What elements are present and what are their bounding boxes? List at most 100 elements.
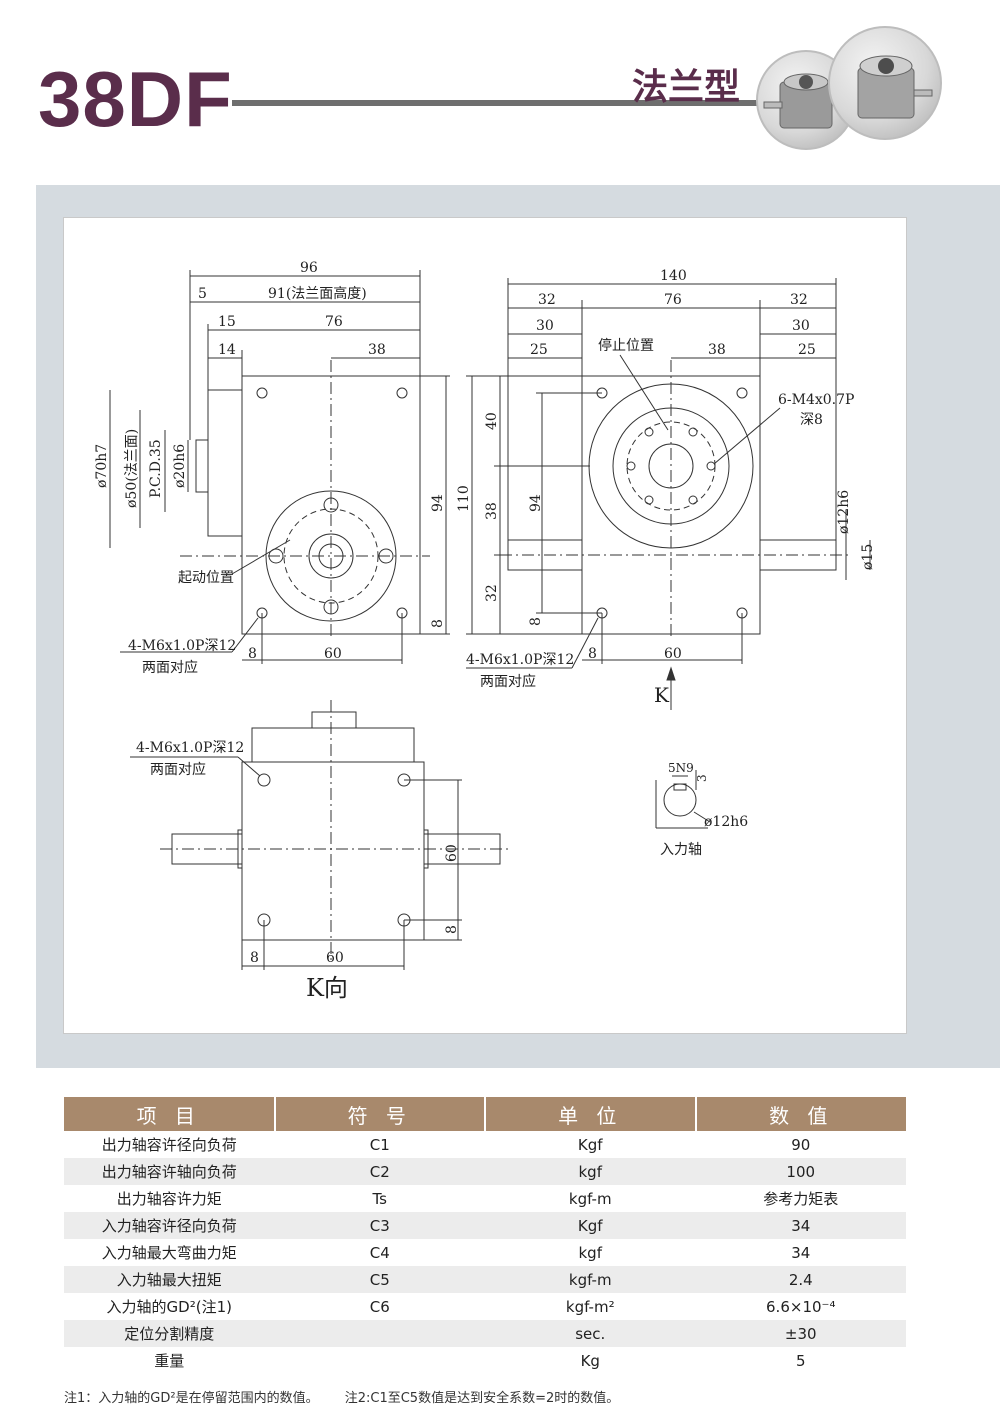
dim-32c: 32 — [484, 584, 500, 602]
cell-unit: kgf-m — [568, 1189, 612, 1208]
cell-value: 5 — [795, 1351, 806, 1370]
label-hole-c1: 4-M6x1.0P深12 — [136, 740, 244, 756]
cell-item: 入力轴最大扭矩 — [64, 1266, 275, 1293]
table-row: 出力轴容许力矩 Ts kgf-m 参考力矩表 — [64, 1185, 906, 1212]
cell-value: 90 — [791, 1135, 811, 1154]
label-k-view: K向 — [306, 974, 348, 1002]
cell-unit: Kgf — [485, 1212, 696, 1239]
dim-40: 40 — [484, 412, 500, 430]
cell-value: 2.4 — [695, 1266, 906, 1293]
cell-symbol: C6 — [369, 1297, 390, 1316]
dim-91: 91(法兰面高度) — [268, 285, 367, 302]
dim-60c: 60 — [444, 844, 460, 862]
dim-60b: 60 — [664, 646, 682, 662]
cell-item: 定位分割精度 — [64, 1320, 275, 1347]
cell-unit: kgf-m — [485, 1266, 696, 1293]
dim-94a: 94 — [430, 494, 446, 512]
cell-item: 出力轴容许力矩 — [116, 1190, 222, 1208]
cell-item: 出力轴容许径向负荷 — [101, 1136, 237, 1154]
label-keyway-12h6: ø12h6 — [704, 814, 748, 830]
cell-symbol: Ts — [372, 1189, 388, 1208]
dim-30b: 30 — [792, 318, 810, 334]
cell-unit: Kgf — [577, 1135, 603, 1154]
cell-unit: kgf — [485, 1158, 696, 1185]
label-stop-position: 停止位置 — [598, 337, 654, 354]
technical-drawing: 96 91(法兰面高度) 5 15 76 14 38 ø70h7 ø50(法兰面… — [94, 260, 876, 1002]
cell-value: 34 — [791, 1243, 811, 1262]
dim-60a: 60 — [324, 646, 342, 662]
cell-item: 出力轴容许轴向负荷 — [64, 1158, 275, 1185]
cell-unit: sec. — [485, 1320, 696, 1347]
model-title: 38DF — [38, 55, 233, 143]
header-item: 项 目 — [64, 1097, 276, 1131]
dim-32a: 32 — [538, 292, 556, 308]
label-hole-c2: 两面对应 — [150, 761, 206, 778]
dim-8a: 8 — [430, 619, 446, 628]
cell-symbol: C5 — [274, 1266, 485, 1293]
label-tap2: 深8 — [800, 412, 823, 428]
dim-14: 14 — [218, 342, 236, 358]
table-row: 出力轴容许轴向负荷 C2 kgf 100 — [64, 1158, 906, 1185]
label-hole-a1: 4-M6x1.0P深12 — [128, 638, 236, 654]
table-row: 入力轴最大扭矩 C5 kgf-m 2.4 — [64, 1266, 906, 1293]
header-value: 数 值 — [695, 1097, 906, 1131]
cell-symbol — [275, 1347, 486, 1374]
cell-symbol: C3 — [274, 1212, 485, 1239]
table-row: 出力轴容许径向负荷 C1 Kgf 90 — [64, 1131, 906, 1158]
footnotes: 注1：入力轴的GD²是在停留范围内的数值。 注2:C1至C5数值是达到安全系数=… — [64, 1387, 641, 1406]
label-start-position: 起动位置 — [178, 570, 234, 586]
label-hole-b1: 4-M6x1.0P深12 — [466, 652, 574, 668]
cell-unit: Kg — [580, 1351, 600, 1370]
cell-symbol: C4 — [369, 1243, 390, 1262]
dim-5: 5 — [198, 286, 207, 302]
header-unit: 单 位 — [485, 1097, 697, 1131]
footnote-1: 注1：入力轴的GD²是在停留范围内的数值。 — [64, 1391, 319, 1406]
dim-15: 15 — [218, 314, 236, 330]
label-keyway-3: 3 — [695, 774, 709, 782]
label-hole-a2: 两面对应 — [142, 659, 198, 676]
dim-25a: 25 — [530, 342, 548, 358]
dim-140: 140 — [660, 268, 687, 284]
cell-item: 入力轴容许径向负荷 — [64, 1212, 275, 1239]
cell-value: 100 — [695, 1158, 906, 1185]
title-rule — [232, 100, 762, 106]
dim-8c: 8 — [528, 617, 544, 626]
dim-96: 96 — [300, 260, 318, 276]
cell-value: 6.6×10⁻⁴ — [766, 1297, 836, 1316]
cell-symbol: C1 — [369, 1135, 390, 1154]
label-input-shaft: 入力轴 — [660, 842, 702, 858]
spec-table-header: 项 目 符 号 单 位 数 值 — [64, 1097, 906, 1131]
cell-item: 入力轴的GD²(注1) — [106, 1298, 232, 1316]
dim-76a: 76 — [325, 314, 343, 330]
label-k-arrow: K — [654, 683, 670, 707]
table-row: 入力轴的GD²(注1) C6 kgf-m² 6.6×10⁻⁴ — [64, 1293, 906, 1320]
dim-25b: 25 — [798, 342, 816, 358]
label-hole-b2: 两面对应 — [480, 673, 536, 690]
dim-20h6: ø20h6 — [172, 444, 188, 488]
dim-38b: 38 — [708, 342, 726, 358]
drawing-frame — [63, 217, 907, 1034]
dim-8d: 8 — [588, 646, 597, 662]
product-photo-angle — [828, 26, 942, 140]
table-row: 入力轴容许径向负荷 C3 Kgf 34 — [64, 1212, 906, 1239]
dim-12h6a: ø12h6 — [836, 490, 852, 534]
cell-unit: kgf — [578, 1243, 603, 1262]
cell-item: 重量 — [154, 1352, 185, 1370]
cell-symbol — [274, 1320, 485, 1347]
type-label: 法兰型 — [632, 67, 741, 108]
table-row: 重量 Kg 5 — [64, 1347, 906, 1374]
dim-70h7: ø70h7 — [94, 444, 110, 488]
dim-32b: 32 — [790, 292, 808, 308]
spec-table: 项 目 符 号 单 位 数 值 出力轴容许径向负荷 C1 Kgf 90 出力轴容… — [64, 1097, 906, 1374]
dim-38a: 38 — [368, 342, 386, 358]
cell-symbol: C2 — [274, 1158, 485, 1185]
table-row: 定位分割精度 sec. ±30 — [64, 1320, 906, 1347]
dim-8b: 8 — [248, 646, 257, 662]
dim-8f: 8 — [250, 950, 259, 966]
dim-15b: ø15 — [860, 544, 876, 570]
cell-value: 参考力矩表 — [763, 1190, 839, 1208]
dim-94b: 94 — [528, 494, 544, 512]
cell-unit: kgf-m² — [565, 1297, 615, 1316]
label-keyway-5n9: 5N9 — [668, 761, 694, 775]
dim-50: ø50(法兰面) — [124, 429, 140, 508]
